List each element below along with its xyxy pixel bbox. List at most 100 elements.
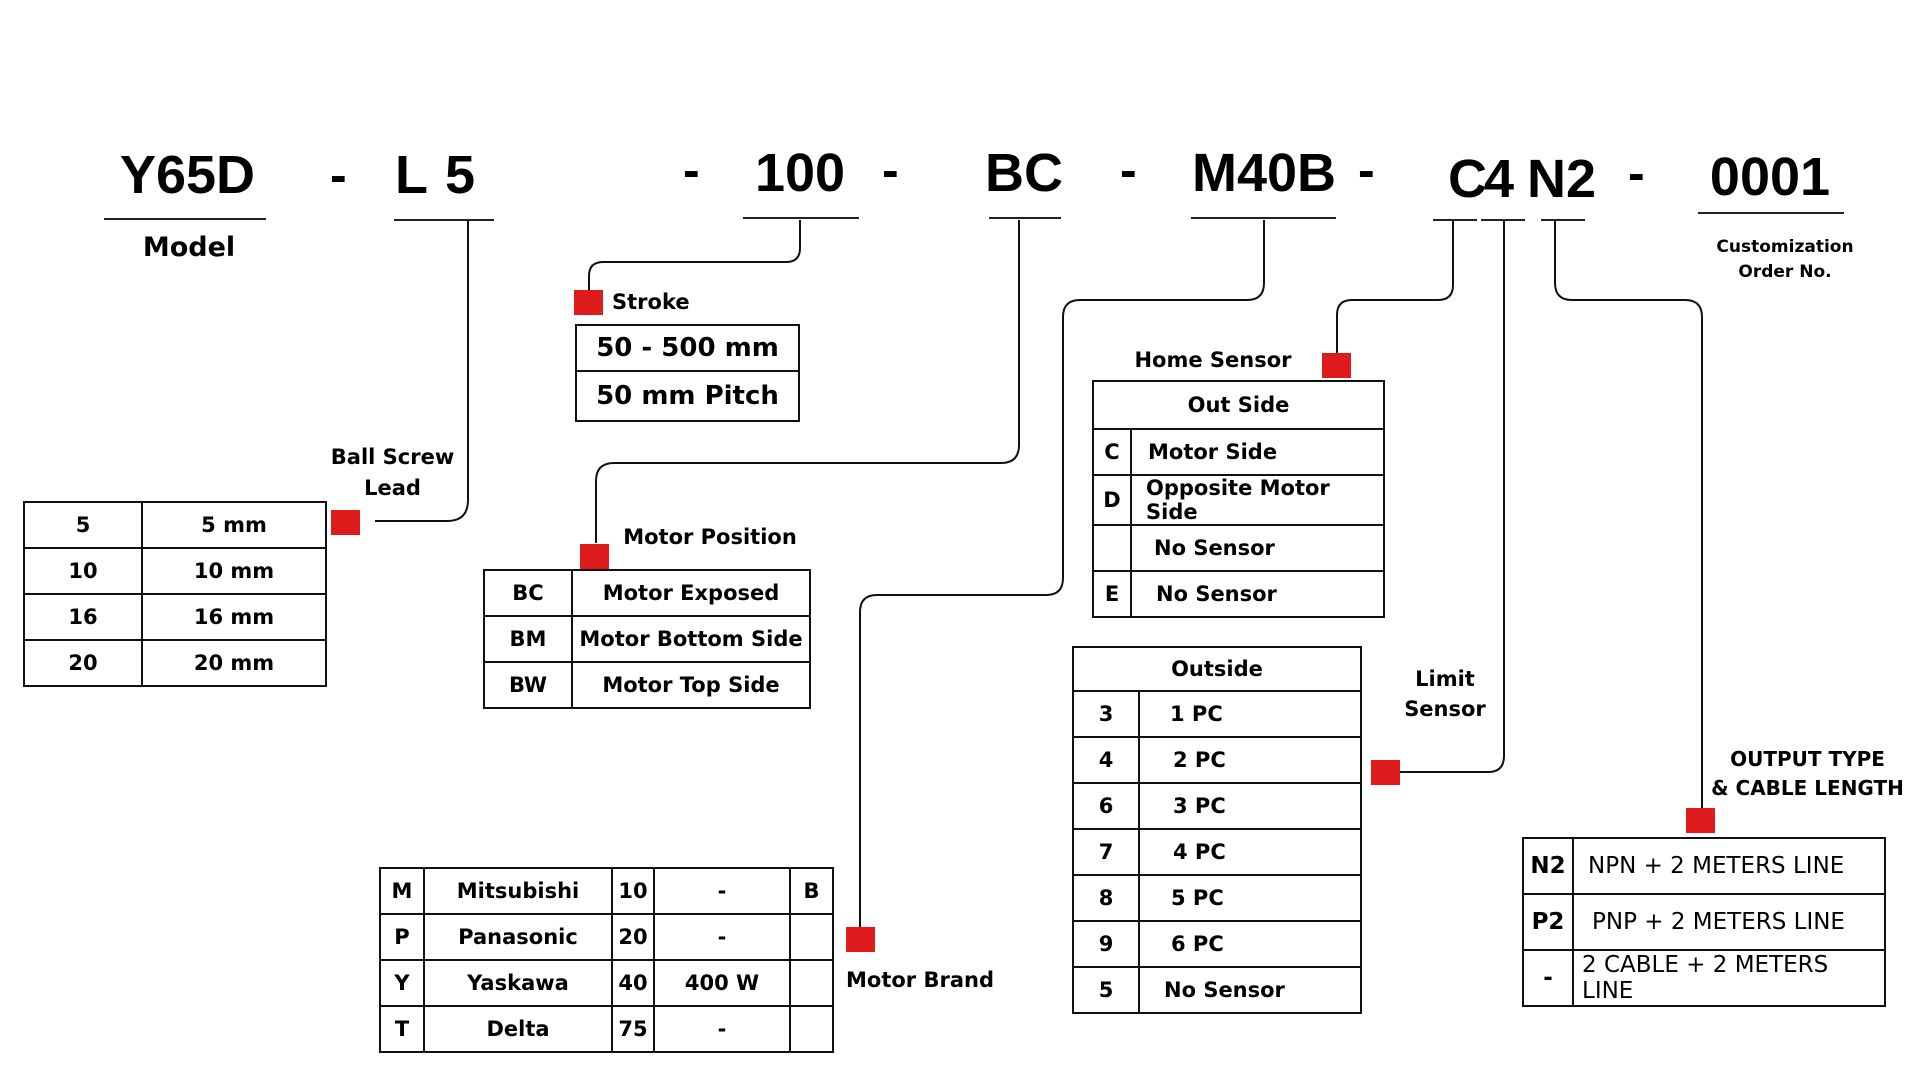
limit-sensor-value: 4 PC	[1138, 828, 1362, 876]
limit-sensor-value: 6 PC	[1138, 920, 1362, 968]
separator: -	[683, 142, 700, 198]
home-sensor-value: No Sensor	[1130, 570, 1385, 618]
limit-sensor-value: 1 PC	[1138, 690, 1362, 738]
motor-position-value: Motor Exposed	[571, 569, 811, 617]
underline-limit-sensor	[1481, 219, 1525, 221]
limit-sensor-code: 5	[1072, 966, 1140, 1014]
motor-brand-code: T	[379, 1005, 425, 1053]
output-value: NPN + 2 METERS LINE	[1572, 837, 1886, 895]
limit-sensor-code: 7	[1072, 828, 1140, 876]
separator: -	[1628, 145, 1645, 201]
connector-motor-brand	[859, 220, 1265, 928]
connector-limit-sensor	[1400, 220, 1505, 773]
connector-ball-screw	[375, 220, 469, 522]
motor-brand-code: Y	[379, 959, 425, 1007]
label-home-sensor: Home Sensor	[1134, 348, 1292, 372]
motor-brand-table: M Mitsubishi 10 - B P Panasonic 20 - Y Y…	[379, 867, 834, 1053]
home-sensor-code	[1092, 524, 1132, 572]
motor-position-code: BM	[483, 615, 573, 663]
code-motor-brand: M40B	[1191, 143, 1337, 203]
label-customization: Customization	[1716, 237, 1854, 257]
motor-position-value: Motor Bottom Side	[571, 615, 811, 663]
limit-sensor-code: 9	[1072, 920, 1140, 968]
motor-power: 400 W	[653, 959, 791, 1007]
motor-brake: B	[789, 867, 834, 915]
underline-home-sensor	[1433, 219, 1477, 221]
motor-brand-code: P	[379, 913, 425, 961]
motor-brake	[789, 1005, 834, 1053]
label-sensor: Sensor	[1404, 697, 1486, 721]
motor-brand-marker	[846, 927, 875, 952]
code-motor-position: BC	[985, 143, 1063, 203]
label-motor-brand: Motor Brand	[846, 968, 994, 992]
output-value: 2 CABLE + 2 METERS LINE	[1572, 949, 1886, 1007]
ball-screw-marker	[331, 510, 360, 535]
underline-motor-position	[989, 217, 1061, 219]
output-marker	[1686, 808, 1715, 833]
motor-position-marker	[580, 544, 609, 569]
motor-brand-code: M	[379, 867, 425, 915]
stroke-range: 50 - 500 mm	[575, 324, 800, 372]
code-home-sensor: C	[1448, 149, 1487, 209]
underline-model	[104, 218, 266, 220]
motor-power-code: 40	[611, 959, 655, 1007]
label-limit: Limit	[1415, 667, 1475, 691]
label-lead: Lead	[364, 476, 421, 500]
limit-sensor-code: 4	[1072, 736, 1140, 784]
stroke-table: 50 - 500 mm 50 mm Pitch	[575, 324, 800, 422]
separator: -	[882, 142, 899, 198]
limit-sensor-code: 8	[1072, 874, 1140, 922]
connector-motor-position	[595, 220, 1020, 543]
limit-sensor-value: 2 PC	[1138, 736, 1362, 784]
output-code: -	[1522, 949, 1574, 1007]
limit-sensor-value: 5 PC	[1138, 874, 1362, 922]
motor-brand-name: Panasonic	[423, 913, 613, 961]
home-sensor-code: C	[1092, 428, 1132, 476]
ball-screw-value: 10 mm	[141, 547, 327, 595]
underline-order-no	[1698, 212, 1844, 214]
motor-position-value: Motor Top Side	[571, 661, 811, 709]
limit-sensor-value: No Sensor	[1138, 966, 1362, 1014]
motor-brand-name: Mitsubishi	[423, 867, 613, 915]
underline-motor-brand	[1191, 217, 1336, 219]
code-limit-sensor: 4	[1483, 149, 1515, 209]
label-cable-length: & CABLE LENGTH	[1711, 776, 1904, 800]
motor-power: -	[653, 913, 791, 961]
motor-power-code: 20	[611, 913, 655, 961]
limit-sensor-marker	[1371, 760, 1400, 785]
limit-sensor-code: 6	[1072, 782, 1140, 830]
underline-lead	[394, 219, 494, 221]
home-sensor-header: Out Side	[1092, 380, 1385, 430]
label-output-type: OUTPUT TYPE	[1730, 747, 1885, 771]
home-sensor-value: Motor Side	[1130, 428, 1385, 476]
connector-home-sensor	[1336, 220, 1454, 356]
home-sensor-value: No Sensor	[1130, 524, 1385, 572]
motor-power: -	[653, 867, 791, 915]
ball-screw-value: 20 mm	[141, 639, 327, 687]
code-stroke: 100	[754, 143, 846, 203]
underline-stroke	[743, 217, 859, 219]
motor-brand-name: Delta	[423, 1005, 613, 1053]
stroke-pitch: 50 mm Pitch	[575, 370, 800, 422]
separator: -	[1120, 142, 1137, 198]
home-sensor-code: D	[1092, 474, 1132, 526]
separator: -	[1358, 142, 1375, 198]
home-sensor-code: E	[1092, 570, 1132, 618]
ball-screw-code: 10	[23, 547, 143, 595]
underline-output	[1541, 219, 1585, 221]
connector-stroke	[588, 220, 801, 292]
label-ball-screw: Ball Screw	[330, 445, 455, 469]
label-order-no: Order No.	[1738, 262, 1832, 282]
limit-sensor-header: Outside	[1072, 646, 1362, 692]
ball-screw-code: 16	[23, 593, 143, 641]
code-lead: 5	[444, 145, 476, 205]
motor-brand-name: Yaskawa	[423, 959, 613, 1007]
output-code: P2	[1522, 893, 1574, 951]
ball-screw-code: 5	[23, 501, 143, 549]
ball-screw-code: 20	[23, 639, 143, 687]
